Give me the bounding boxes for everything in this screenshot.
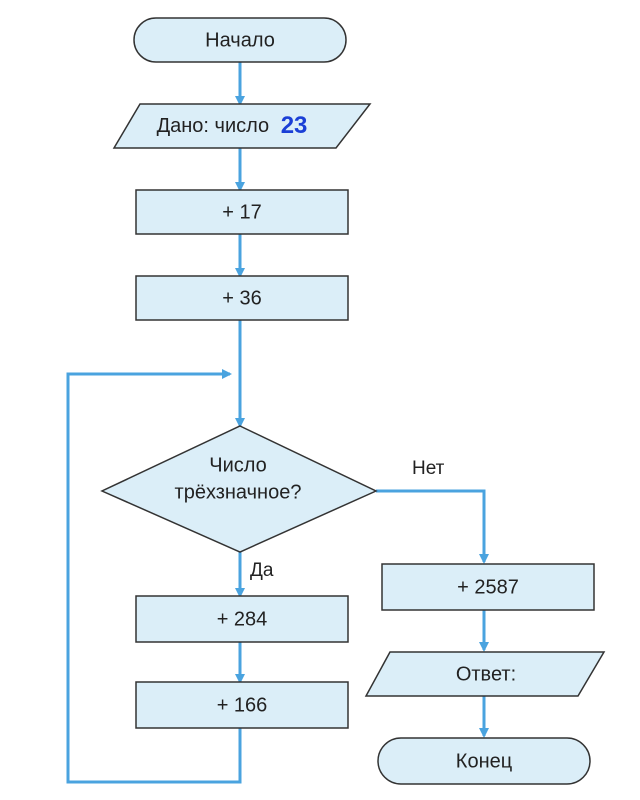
answer-output-block: Ответ: xyxy=(364,651,606,697)
add-166-label: + 166 xyxy=(217,694,268,716)
start-label: Начало xyxy=(205,29,275,51)
answer-label: Ответ: xyxy=(456,663,516,685)
start-terminal: Начало xyxy=(133,17,347,63)
given-input-block: Дано: число 23 xyxy=(112,103,372,149)
process-add-166: + 166 xyxy=(135,681,349,729)
given-prefix: Дано: число xyxy=(157,115,270,137)
given-label: Дано: число 23 xyxy=(157,112,308,139)
connector-decision-to-add-2587 xyxy=(376,489,489,564)
connectors xyxy=(66,62,489,784)
end-label: Конец xyxy=(456,750,512,772)
given-number: 23 xyxy=(281,112,308,139)
edge-label-yes: Да xyxy=(250,560,274,581)
add-36-label: + 36 xyxy=(222,287,261,309)
condition-line-1: Число xyxy=(209,454,267,476)
connector-loop-back xyxy=(66,369,242,784)
process-add-2587: + 2587 xyxy=(381,563,595,611)
add-284-label: + 284 xyxy=(217,608,268,630)
edge-label-no: Нет xyxy=(412,458,445,479)
process-add-284: + 284 xyxy=(135,595,349,643)
process-add-17: + 17 xyxy=(135,189,349,235)
condition-line-2: трёхзначное? xyxy=(175,481,302,503)
add-2587-label: + 2587 xyxy=(457,576,519,598)
end-terminal: Конец xyxy=(377,737,591,785)
process-add-36: + 36 xyxy=(135,275,349,321)
decision-three-digit: Число трёхзначное? xyxy=(100,425,378,553)
add-17-label: + 17 xyxy=(222,201,261,223)
